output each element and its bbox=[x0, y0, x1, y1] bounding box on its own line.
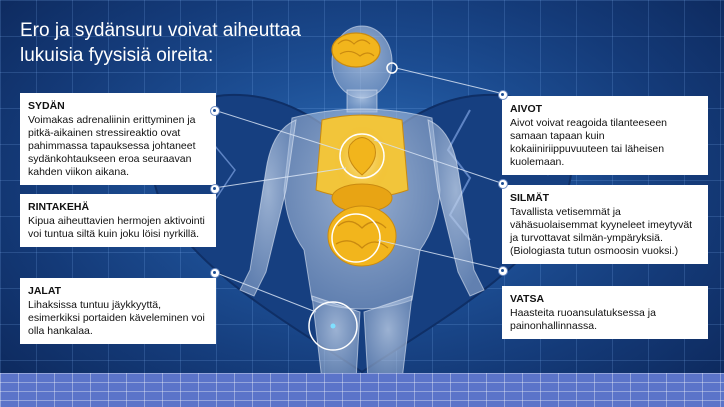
info-box-text: Voimakas adrenaliinin erittyminen ja pit… bbox=[28, 114, 196, 178]
floor-grid bbox=[0, 373, 724, 407]
info-box-heading: RINTAKEHÄ bbox=[28, 201, 90, 213]
infographic-title: Ero ja sydänsuru voivat aiheuttaa lukuis… bbox=[20, 20, 301, 66]
info-box-heading: JALAT bbox=[28, 285, 62, 297]
eyes-connector-dot bbox=[498, 179, 508, 189]
chest-connector-dot bbox=[210, 184, 220, 194]
info-box-heading: VATSA bbox=[510, 293, 545, 305]
info-box-heading: SYDÄN bbox=[28, 100, 65, 112]
legs-connector-dot bbox=[210, 268, 220, 278]
connector-lines bbox=[213, 67, 505, 313]
brain-connector-dot bbox=[498, 90, 508, 100]
heart-highlight-ring bbox=[339, 133, 385, 179]
info-box-stomach: VATSA Haasteita ruoansulatuksessa ja pai… bbox=[502, 286, 708, 339]
heart-connector-dot bbox=[210, 106, 220, 116]
organs-illustration bbox=[315, 114, 409, 267]
info-box-brain: AIVOT Aivot voivat reagoida tilanteeseen… bbox=[502, 96, 708, 175]
brain-illustration bbox=[331, 32, 381, 68]
info-box-heart: SYDÄN Voimakas adrenaliinin erittyminen … bbox=[20, 93, 216, 185]
info-box-legs: JALAT Lihaksissa tuntuu jäykkyyttä, esim… bbox=[20, 278, 216, 344]
info-box-text: Kipua aiheuttavien hermojen aktivointi v… bbox=[28, 215, 205, 240]
leg-point bbox=[330, 323, 336, 329]
stomach-connector-dot bbox=[498, 266, 508, 276]
heart-crack-line bbox=[209, 139, 236, 201]
info-box-text: Lihaksissa tuntuu jäykkyyttä, esimerkiks… bbox=[28, 299, 205, 337]
info-box-heading: AIVOT bbox=[510, 103, 543, 115]
info-box-eyes: SILMÄT Tavallista vetisemmät ja vähäsuol… bbox=[502, 185, 708, 264]
info-box-heading: SILMÄT bbox=[510, 192, 550, 204]
info-box-chest: RINTAKEHÄ Kipua aiheuttavien hermojen ak… bbox=[20, 194, 216, 247]
leg-highlight-ring bbox=[308, 301, 358, 351]
info-box-text: Tavallista vetisemmät ja vähäsuolaisemma… bbox=[510, 206, 693, 257]
stomach-highlight-ring bbox=[331, 213, 381, 263]
info-box-text: Haasteita ruoansulatuksessa ja painonhal… bbox=[510, 307, 656, 332]
info-box-text: Aivot voivat reagoida tilanteeseen samaa… bbox=[510, 117, 668, 168]
